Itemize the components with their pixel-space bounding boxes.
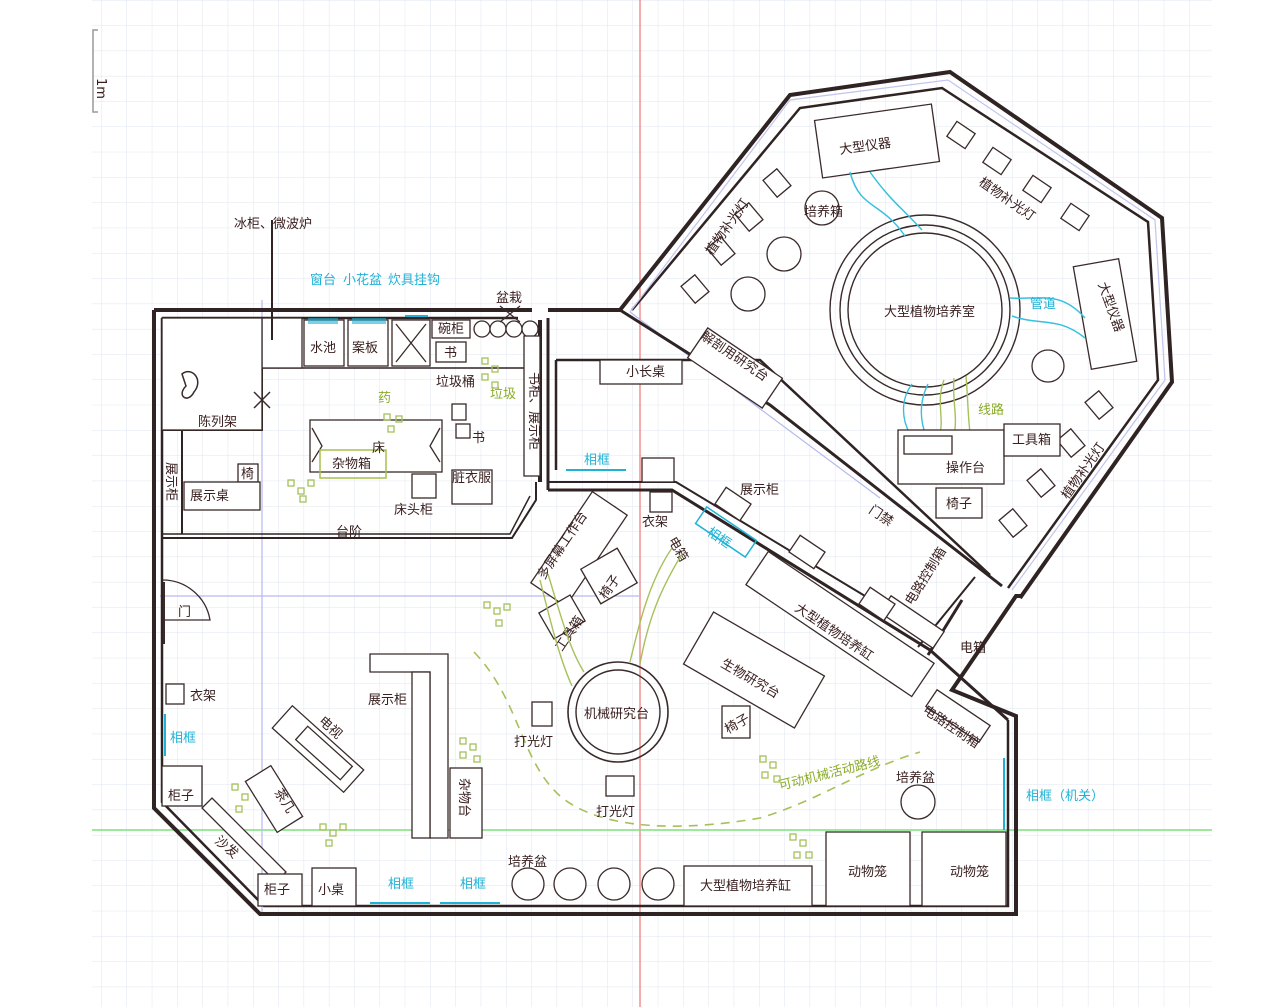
label-cabinet-b: 柜子 bbox=[264, 883, 290, 898]
label-windowsill: 窗台 bbox=[310, 272, 336, 288]
label-fridge: 冰柜、微波炉 bbox=[234, 217, 312, 232]
label-incubator: 培养箱 bbox=[804, 204, 843, 220]
label-frame-b2: 相框 bbox=[460, 877, 486, 892]
label-coat-rack-mid: 衣架 bbox=[642, 514, 668, 530]
label-toolbox-right: 工具箱 bbox=[1012, 432, 1051, 448]
label-wiring: 线路 bbox=[978, 402, 1004, 418]
label-pipe: 管道 bbox=[1030, 297, 1056, 312]
label-cabinet-a: 柜子 bbox=[168, 789, 194, 804]
label-chair-left: 椅 bbox=[241, 467, 254, 482]
label-small-table: 小桌 bbox=[318, 883, 344, 898]
label-big-tank-bottom: 大型植物培养缸 bbox=[700, 878, 791, 894]
chamber-guide bbox=[629, 79, 1166, 591]
scale-bar bbox=[92, 29, 98, 113]
label-medicine: 药 bbox=[378, 391, 391, 406]
label-frame-b1: 相框 bbox=[388, 877, 414, 892]
label-nightstand: 床头柜 bbox=[394, 503, 433, 518]
label-storage-box: 杂物箱 bbox=[332, 456, 371, 472]
room-upper-left: 冰柜、微波炉 水池 案板 碗柜 书 盆栽 窗台 小花盆 炊具挂钩 书柜、展示柜 … bbox=[161, 217, 541, 540]
label-door: 门 bbox=[178, 605, 191, 620]
label-big-chamber: 大型植物培养室 bbox=[884, 304, 975, 320]
label-frame-mid: 相框 bbox=[584, 453, 610, 468]
planter-row bbox=[473, 305, 539, 338]
label-display-cab-mid: 展示柜 bbox=[740, 483, 779, 498]
label-frame-switch: 相框（机关） bbox=[1026, 789, 1104, 804]
label-lamp1: 打光灯 bbox=[514, 735, 553, 750]
label-sundries: 杂物台 bbox=[456, 778, 471, 817]
label-cutting-board: 案板 bbox=[352, 341, 378, 356]
label-lamp2: 打光灯 bbox=[596, 805, 635, 820]
label-long-table: 小长桌 bbox=[626, 365, 665, 380]
label-trash: 垃圾 bbox=[490, 387, 516, 402]
grow-light-boxes bbox=[680, 120, 1114, 539]
label-small-pot: 小花盆 bbox=[343, 272, 382, 288]
label-steps: 台阶 bbox=[336, 525, 362, 540]
label-mech-table: 机械研究台 bbox=[584, 707, 649, 722]
label-bowl-cabinet: 碗柜 bbox=[438, 321, 464, 337]
label-trash-bin: 垃圾桶 bbox=[436, 375, 475, 390]
label-big-instr-top: 大型仪器 bbox=[838, 136, 892, 158]
label-display-cab-low: 展示柜 bbox=[368, 693, 407, 708]
label-chair-right: 椅子 bbox=[946, 497, 972, 512]
robot-route bbox=[473, 651, 921, 827]
plant-markers bbox=[231, 357, 813, 859]
label-planter: 盆栽 bbox=[496, 290, 522, 306]
label-elec-box: 电箱 bbox=[960, 640, 986, 656]
label-cage2: 动物笼 bbox=[950, 864, 989, 880]
label-sink: 水池 bbox=[310, 341, 336, 356]
label-dirty-clothes: 脏衣服 bbox=[452, 470, 491, 486]
label-coat-rack: 衣架 bbox=[190, 688, 216, 704]
label-display-desk: 展示桌 bbox=[190, 489, 229, 504]
label-cage1: 动物笼 bbox=[848, 864, 887, 880]
label-console: 操作台 bbox=[946, 460, 985, 476]
label-bed: 床 bbox=[372, 441, 385, 456]
scale-label: 1m bbox=[93, 78, 108, 99]
label-pot-row: 培养盆 bbox=[508, 854, 547, 870]
label-book-top: 书 bbox=[444, 346, 457, 361]
label-bookcase: 书柜、展示柜 bbox=[526, 372, 541, 450]
label-hooks: 炊具挂钩 bbox=[388, 273, 440, 288]
label-display-rack: 陈列架 bbox=[198, 414, 237, 430]
label-book-desk: 书 bbox=[472, 431, 485, 446]
label-pot-right: 培养盆 bbox=[896, 770, 935, 786]
label-display-left: 展示柜 bbox=[163, 462, 178, 501]
walls bbox=[152, 69, 1175, 916]
label-frame-left: 相框 bbox=[170, 731, 196, 746]
